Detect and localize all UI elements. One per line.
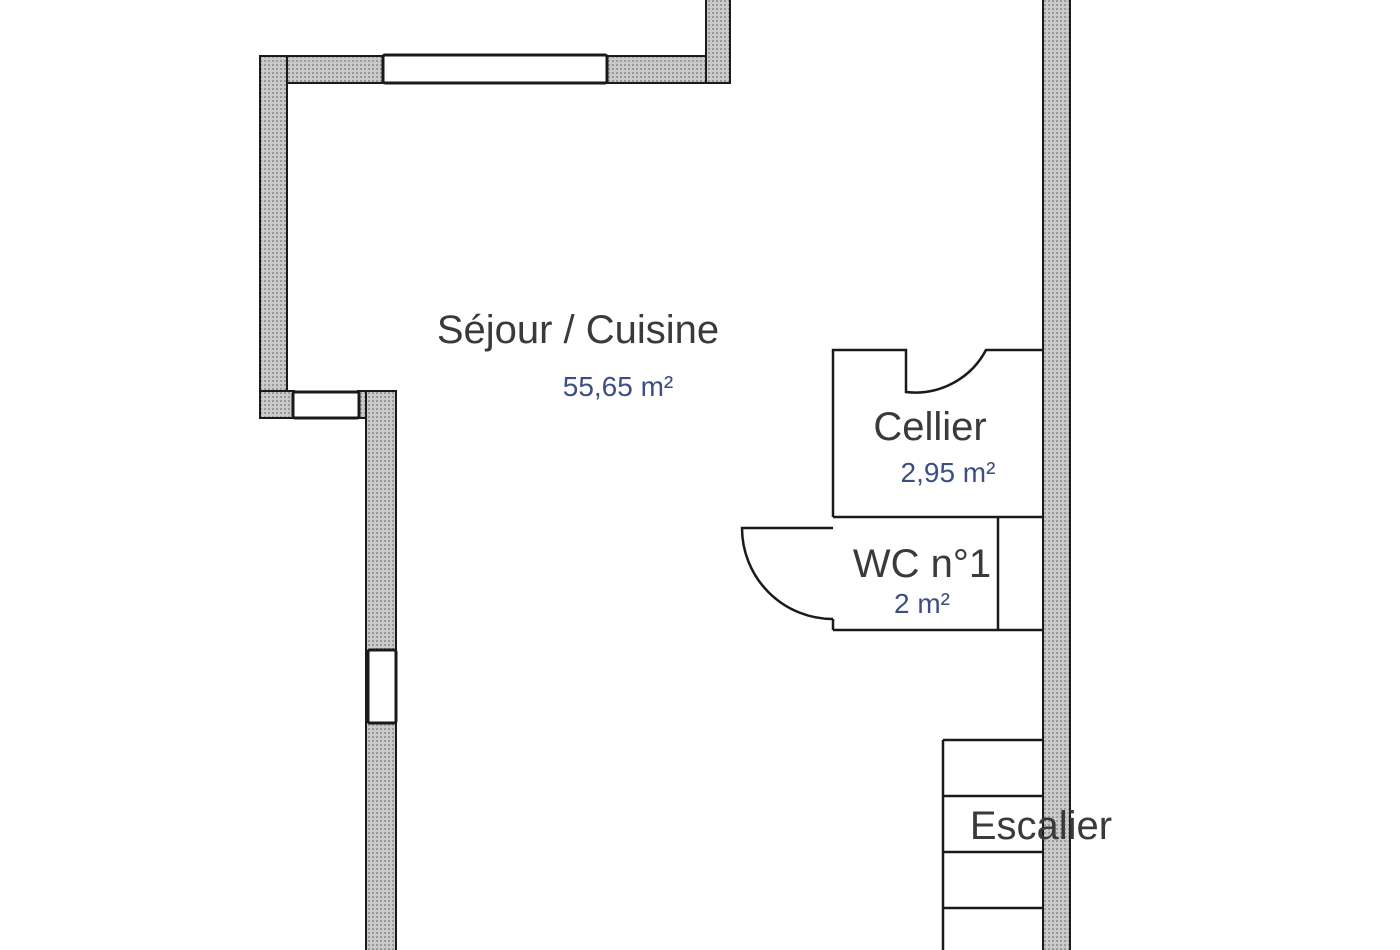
room-area-sejour-cuisine: 55,65 m² [563,371,674,402]
wall-right [1042,0,1071,950]
wc-door-swing [740,526,834,621]
room-name-cellier: Cellier [873,405,986,449]
cellier-walls [831,348,1043,519]
cellier-outline [831,348,1043,517]
window-left-small [291,390,361,420]
windows [291,53,609,725]
wc-walls [740,517,1043,632]
staircase [941,738,1043,950]
wall-left [259,55,288,419]
room-name-wc: WC n°1 [853,542,991,586]
room-area-cellier: 2,95 m² [901,457,996,488]
room-area-wc: 2 m² [894,588,950,619]
window-inner-left [366,648,398,725]
wall-ledge-left [259,390,295,419]
window-top [381,53,609,85]
wall-upper-vertical [705,0,731,84]
room-name-sejour-cuisine: Séjour / Cuisine [437,308,719,352]
room-name-escalier: Escalier [970,804,1112,848]
